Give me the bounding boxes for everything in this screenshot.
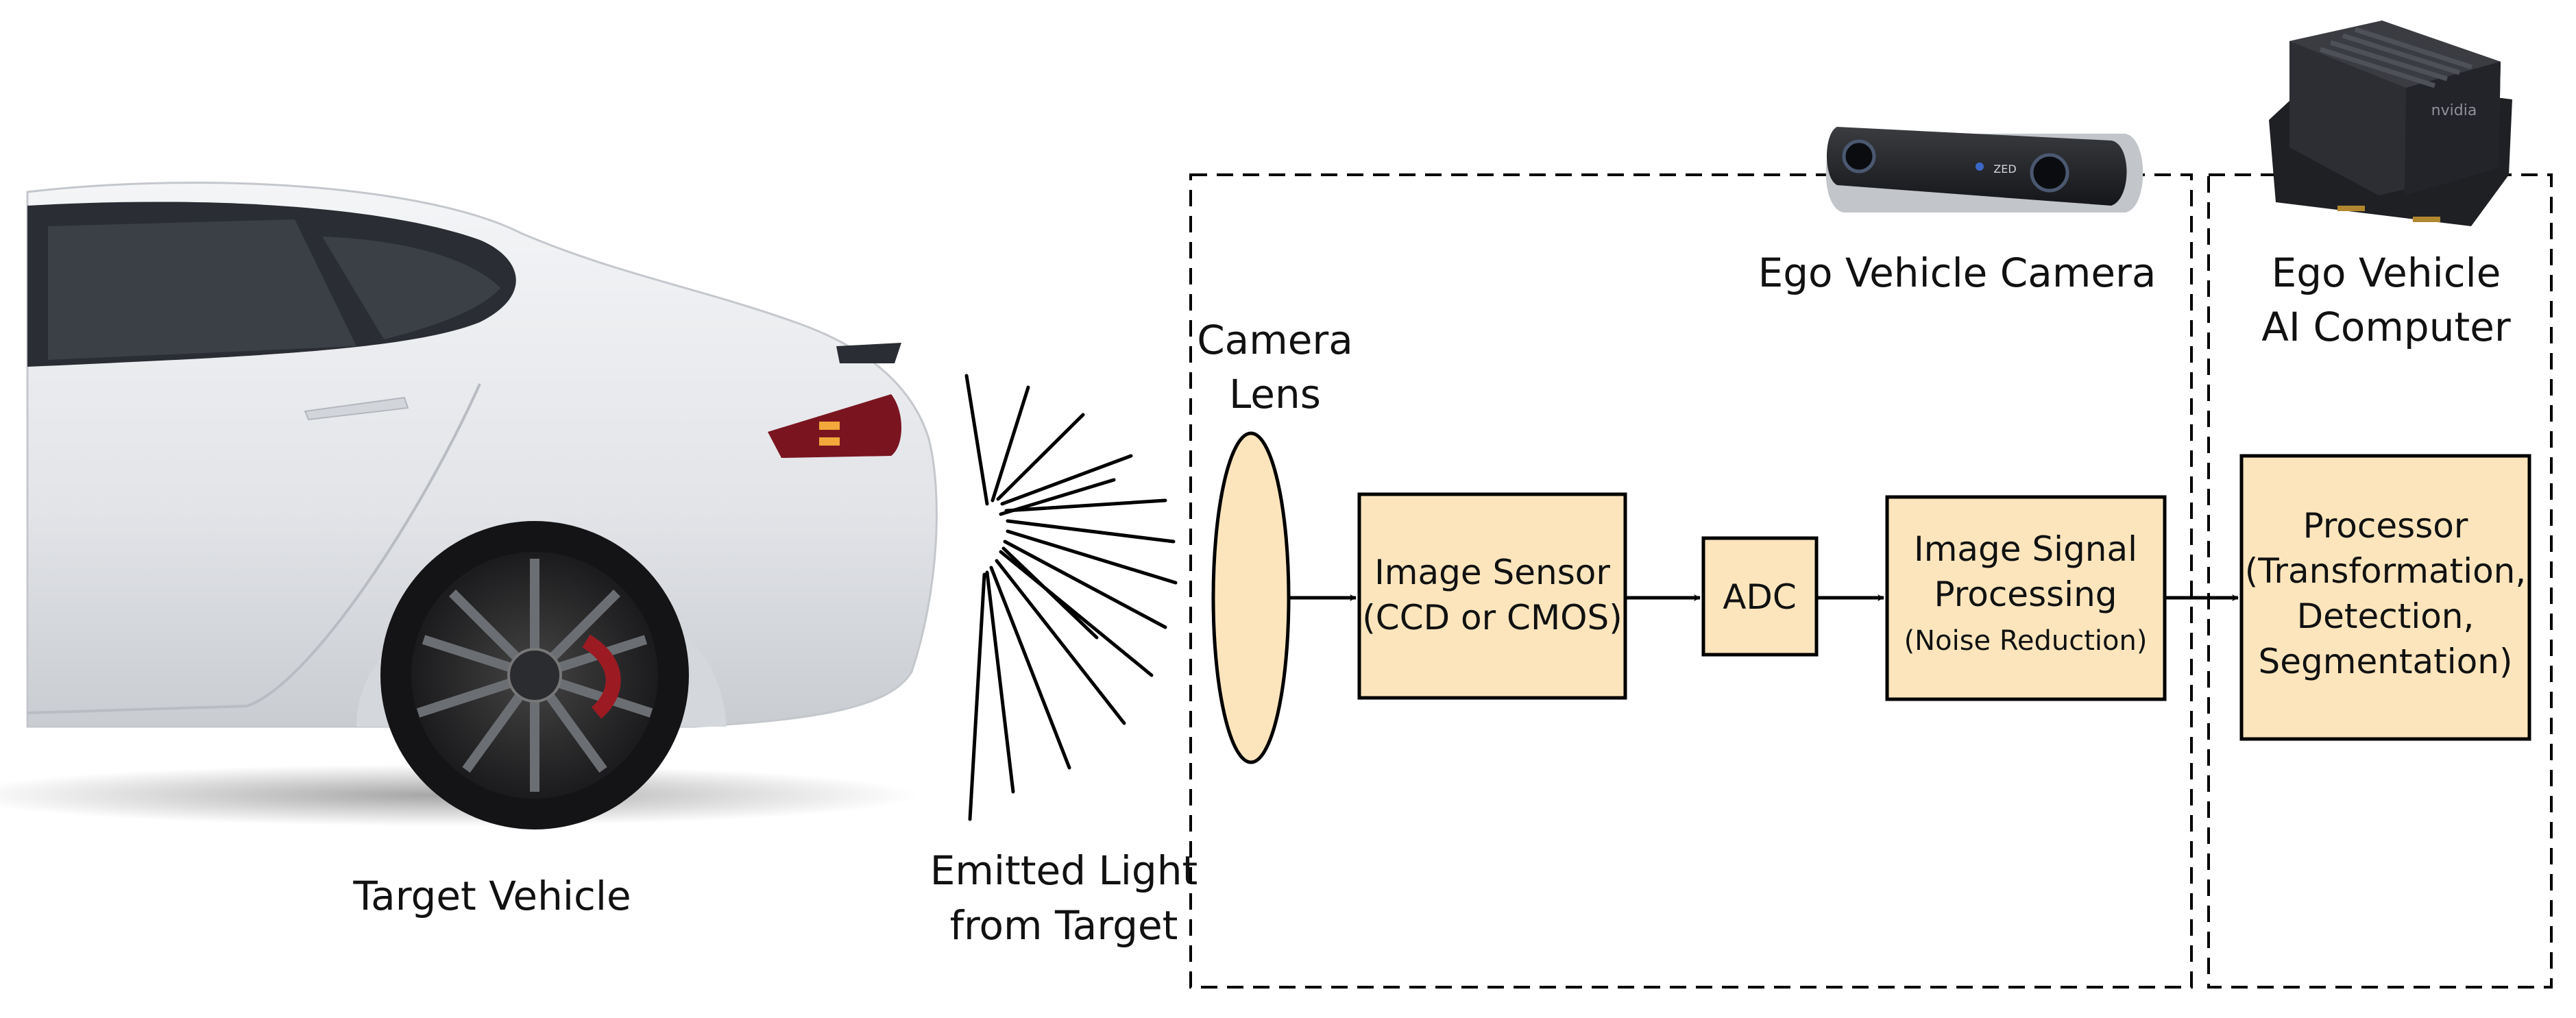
camera-lens-label-line1: Camera [1197, 317, 1353, 363]
stereo-camera-icon: ZED [1825, 127, 2143, 213]
image-sensor-block [1357, 492, 1627, 700]
emitted-light-label-line2: from Target [950, 902, 1178, 949]
processor-label-line3: Detection, [2297, 596, 2475, 636]
camera-lens-label-line2: Lens [1229, 371, 1321, 417]
isp-label-line1: Image Signal [1914, 529, 2137, 569]
processor-label-line2: (Transformation, [2245, 551, 2527, 591]
processor-label-line1: Processor [2303, 506, 2468, 546]
ai-computer-icon: nvidia [2269, 21, 2512, 226]
ego-computer-label-line2: AI Computer [2261, 304, 2511, 350]
image-sensor-label-line2: (CCD or CMOS) [1362, 598, 1622, 638]
adc-block [1701, 536, 1819, 657]
adc-label: ADC [1723, 577, 1797, 617]
processor-label-line4: Segmentation) [2259, 642, 2513, 681]
isp-label-line3: (Noise Reduction) [1904, 625, 2148, 657]
sedan-car-icon [0, 182, 938, 829]
camera-lens-shape [1211, 431, 1291, 764]
target-vehicle-label: Target Vehicle [352, 873, 631, 919]
computer-brand-logo: nvidia [2431, 102, 2477, 119]
ego-computer-label-line1: Ego Vehicle [2272, 250, 2501, 296]
emitted-light-label-line1: Emitted Light [930, 847, 1198, 894]
isp-block [1885, 495, 2167, 701]
camera-brand-logo: ZED [1993, 162, 2016, 175]
processor-block [2239, 454, 2531, 741]
ego-vehicle-camera-label: Ego Vehicle Camera [1758, 250, 2156, 296]
ego-vehicle-camera-group [1189, 173, 2193, 989]
image-sensor-label-line1: Image Sensor [1374, 553, 1610, 592]
emitted-light-rays [964, 374, 1178, 821]
isp-label-line2: Processing [1934, 574, 2117, 614]
